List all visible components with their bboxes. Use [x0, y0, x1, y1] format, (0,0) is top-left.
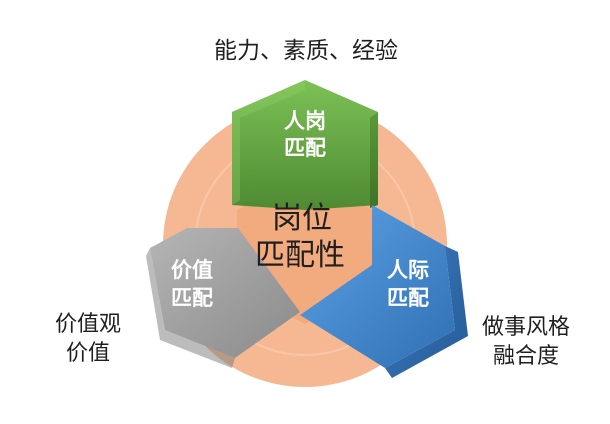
top-node-line2: 匹配: [284, 136, 326, 160]
outer-label-left-line2: 价值: [66, 341, 110, 366]
center-line2: 匹配性: [255, 238, 345, 273]
left-node-line1: 价值: [171, 258, 213, 282]
outer-label-top: 能力、素质、经验: [214, 38, 398, 64]
right-node-line2: 匹配: [387, 286, 429, 310]
outer-label-right-line1: 做事风格: [482, 315, 570, 340]
left-hexagon: [150, 228, 300, 358]
left-node-line2: 匹配: [171, 286, 213, 310]
top-hexagon-highlight: [232, 80, 305, 205]
right-hexagon: [300, 205, 455, 368]
top-hexagon-side: [370, 112, 378, 208]
left-hexagon-shadow: [146, 248, 235, 368]
outer-label-right-line2: 融合度: [493, 344, 559, 369]
right-node-line1: 人际: [387, 258, 429, 282]
center-line1: 岗位: [272, 201, 332, 236]
top-node-line1: 人岗: [284, 109, 326, 133]
right-hexagon-side: [385, 246, 468, 378]
outer-label-left-line1: 价值观: [55, 312, 121, 337]
top-hexagon: [232, 80, 378, 210]
